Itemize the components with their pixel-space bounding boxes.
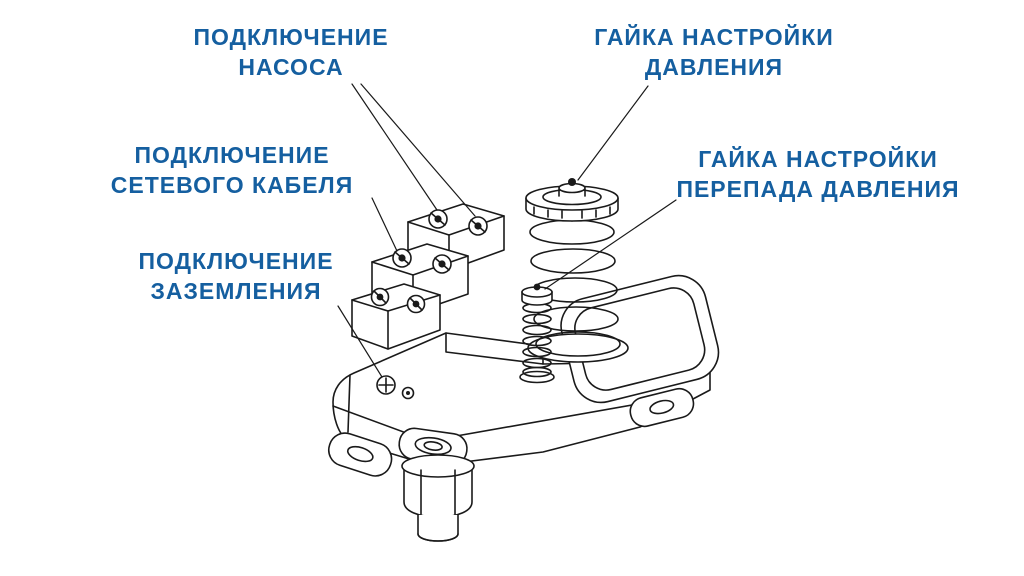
label-line: ПОДКЛЮЧЕНИЕ bbox=[138, 248, 334, 274]
leader-pump-2 bbox=[360, 83, 476, 217]
label-line: ДАВЛЕНИЯ bbox=[644, 54, 784, 80]
mounting-foot-left bbox=[327, 432, 393, 477]
label-differential-adjust-nut: ГАЙКА НАСТРОЙКИ ПЕРЕПАДА ДАВЛЕНИЯ bbox=[662, 144, 974, 204]
label-ground-connection: ПОДКЛЮЧЕНИЕ ЗАЗЕМЛЕНИЯ bbox=[111, 246, 361, 306]
label-pump-connection: ПОДКЛЮЧЕНИЕ НАСОСА bbox=[166, 22, 416, 82]
differential-nut-bolt bbox=[533, 283, 541, 291]
pressure-spring bbox=[527, 219, 629, 363]
label-line: ГАЙКА НАСТРОЙКИ bbox=[698, 146, 938, 172]
pressure-nut-bolt bbox=[568, 178, 576, 186]
leader-ground bbox=[337, 305, 383, 378]
label-line: ПЕРЕПАДА ДАВЛЕНИЯ bbox=[676, 176, 960, 202]
label-line: ЗАЗЕМЛЕНИЯ bbox=[150, 278, 322, 304]
label-line: ПОДКЛЮЧЕНИЕ bbox=[134, 142, 330, 168]
label-power-cable-connection: ПОДКЛЮЧЕНИЕ СЕТЕВОГО КАБЕЛЯ bbox=[82, 140, 382, 200]
leader-pump-1 bbox=[351, 83, 438, 211]
mounting-foot-right bbox=[629, 387, 695, 428]
bottom-pipe-nut bbox=[401, 454, 475, 542]
label-line: СЕТЕВОГО КАБЕЛЯ bbox=[110, 172, 354, 198]
pressure-adjust-nut bbox=[525, 178, 619, 222]
ground-screw bbox=[376, 375, 415, 400]
leader-pressure-nut bbox=[577, 85, 649, 181]
label-line: ПОДКЛЮЧЕНИЕ bbox=[193, 24, 389, 50]
label-line: ГАЙКА НАСТРОЙКИ bbox=[594, 24, 834, 50]
differential-spring bbox=[519, 302, 555, 384]
label-line: НАСОСА bbox=[238, 54, 344, 80]
label-pressure-adjust-nut: ГАЙКА НАСТРОЙКИ ДАВЛЕНИЯ bbox=[564, 22, 864, 82]
differential-adjust-nut bbox=[521, 283, 553, 306]
leader-lines bbox=[337, 83, 677, 378]
neutral-terminal-block bbox=[351, 283, 441, 350]
leader-diff-nut bbox=[544, 199, 677, 290]
leader-power-cable bbox=[371, 197, 398, 252]
